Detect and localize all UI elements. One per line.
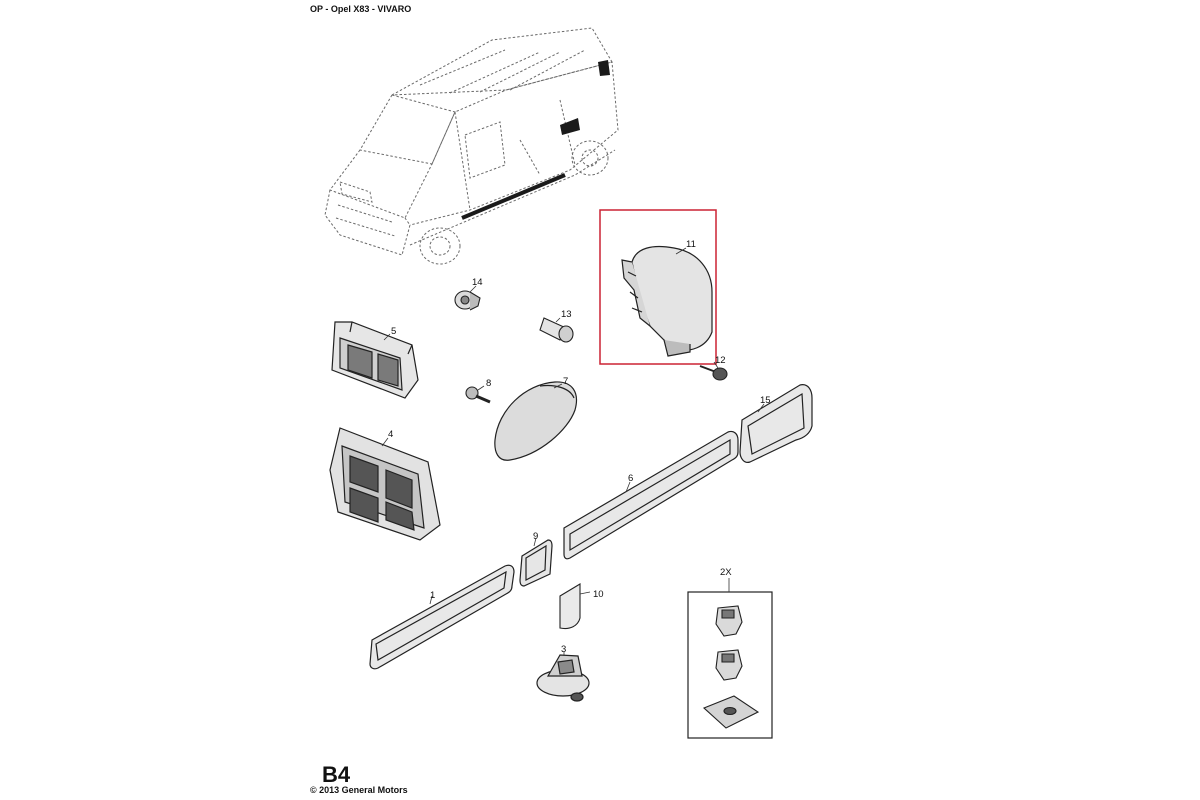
callout-5: 5 (391, 326, 396, 337)
part-2x-clip-lower (715, 649, 743, 681)
selected-part-frame (599, 209, 717, 365)
part-9-moulding-piece (519, 539, 553, 587)
part-2x-kit-frame (687, 591, 773, 739)
part-2x-clip-upper (715, 605, 743, 637)
callout-10: 10 (593, 589, 604, 600)
part-15-moulding-end (739, 384, 813, 463)
callout-8: 8 (486, 378, 491, 389)
part-10-clip (559, 583, 581, 630)
part-2x-nut-plate (702, 695, 760, 729)
part-13-stud (539, 317, 574, 343)
callout-13: 13 (561, 309, 572, 320)
callout-6: 6 (628, 473, 633, 484)
part-6-side-moulding (563, 430, 739, 560)
part-12-screw (699, 365, 728, 381)
callout-4: 4 (388, 429, 393, 440)
part-4-grille (329, 427, 441, 541)
van-outline (324, 27, 619, 265)
callout-2x: 2X (720, 567, 732, 578)
section-code: B4 (322, 762, 351, 787)
van-mirror-mark (598, 60, 610, 76)
callout-12: 12 (715, 355, 726, 366)
callout-9: 9 (533, 531, 538, 542)
copyright-notice: © 2013 General Motors (310, 785, 408, 795)
part-14-grommet (454, 290, 481, 311)
van-side-moulding (461, 173, 566, 220)
van-highlighted-parts (461, 60, 610, 220)
callout-11: 11 (686, 239, 696, 250)
part-3-fastener (536, 654, 590, 702)
callout-15: 15 (760, 395, 771, 406)
part-7-cover-cap (494, 381, 577, 461)
part-8-bolt (465, 386, 491, 404)
callout-3: 3 (561, 644, 566, 655)
callout-1: 1 (430, 590, 435, 601)
callout-7: 7 (563, 376, 568, 387)
part-5-vent-grille (331, 321, 419, 399)
leader-lines (381, 247, 765, 656)
part-1-front-moulding (369, 564, 515, 670)
van-door-handle-mark (560, 118, 580, 135)
diagram-header: OP - Opel X83 - VIVARO (310, 4, 412, 14)
callout-14: 14 (472, 277, 483, 288)
part-11-end-cap (621, 245, 713, 357)
